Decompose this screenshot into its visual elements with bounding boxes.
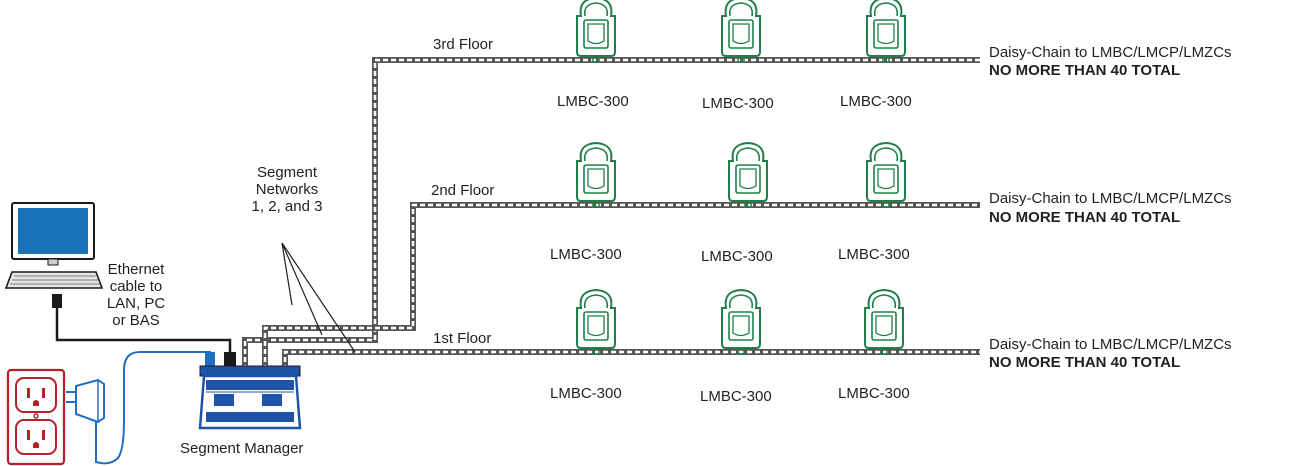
floor-label-1: 1st Floor <box>433 330 492 347</box>
device-label: LMBC-300 <box>840 93 912 110</box>
device-label: LMBC-300 <box>557 93 629 110</box>
device-label: LMBC-300 <box>701 248 773 265</box>
floor-label-2: 2nd Floor <box>431 182 495 199</box>
ethernet-cable <box>55 308 232 356</box>
controller-icon <box>721 289 761 355</box>
segment-wires <box>242 57 980 370</box>
device-label: LMBC-300 <box>702 95 774 112</box>
device-label: LMBC-300 <box>550 385 622 402</box>
device-label: LMBC-300 <box>838 385 910 402</box>
controller-icon <box>576 0 616 63</box>
limit-note-1: NO MORE THAN 40 TOTAL <box>989 354 1181 371</box>
segment-manager-icon <box>198 365 302 430</box>
controller-icon <box>576 289 616 355</box>
power-adapter-icon <box>66 351 215 465</box>
controller-icon <box>866 142 906 208</box>
controller-icon <box>864 289 904 355</box>
segment-manager-label: Segment Manager <box>180 440 304 457</box>
device-label: LMBC-300 <box>550 246 622 263</box>
segment-pointer-lines <box>281 242 356 353</box>
limit-note-3: NO MORE THAN 40 TOTAL <box>989 62 1181 79</box>
device-label: LMBC-300 <box>700 388 772 405</box>
controller-icon <box>728 142 768 208</box>
wire-floor-1 <box>282 349 980 370</box>
computer-icon <box>4 202 104 308</box>
segment-networks-label: Segment Networks 1, 2, and 3 <box>251 164 323 215</box>
limit-note-2: NO MORE THAN 40 TOTAL <box>989 209 1181 226</box>
chain-note-1: Daisy-Chain to LMBC/LMCP/LMZCs <box>989 336 1232 353</box>
device-label: LMBC-300 <box>838 246 910 263</box>
power-outlet-icon <box>6 368 66 466</box>
controllers <box>576 0 906 355</box>
floor-label-3: 3rd Floor <box>433 36 494 53</box>
ethernet-label: Ethernet cable to LAN, PC or BAS <box>106 261 166 329</box>
controller-icon <box>721 0 761 63</box>
chain-note-2: Daisy-Chain to LMBC/LMCP/LMZCs <box>989 190 1232 207</box>
controller-icon <box>576 142 616 208</box>
controller-icon <box>866 0 906 63</box>
chain-note-3: Daisy-Chain to LMBC/LMCP/LMZCs <box>989 44 1232 61</box>
